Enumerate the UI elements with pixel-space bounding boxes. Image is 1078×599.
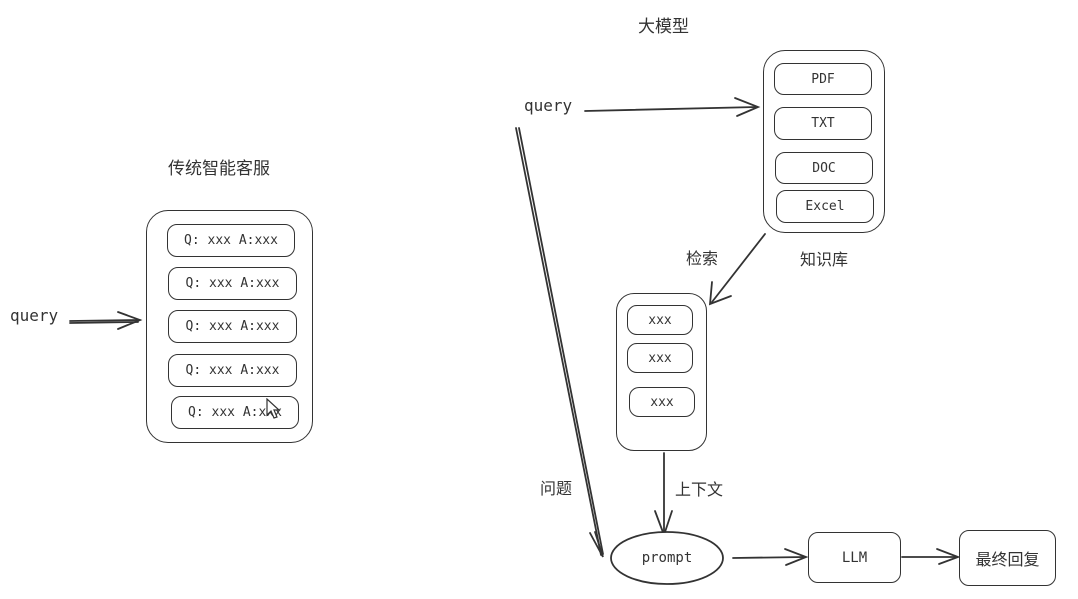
question-label: 问题: [540, 479, 573, 498]
knowledge-base-label: 知识库: [800, 250, 849, 269]
qa-item: Q: xxx A:xxx: [168, 310, 297, 343]
left-query-arrow: [69, 311, 143, 330]
qa-item: Q: xxx A:xxx: [171, 396, 299, 429]
llm-node: LLM: [808, 532, 901, 583]
left-query-label: query: [10, 306, 59, 325]
kb-item-doc: DOC: [775, 152, 873, 184]
qa-database: [146, 210, 313, 443]
kb-item-txt: TXT: [774, 107, 872, 140]
knowledge-base-container: [763, 50, 885, 233]
retrieved-chunk: xxx: [627, 305, 693, 335]
prompt-node: prompt: [641, 550, 693, 566]
qa-item: Q: xxx A:xxx: [167, 224, 295, 257]
qa-item: Q: xxx A:xxx: [168, 267, 297, 300]
qa-item: Q: xxx A:xxx: [168, 354, 297, 387]
retrieve-label: 检索: [686, 249, 719, 268]
question-arrow: [515, 127, 604, 558]
llm-to-final-arrow: [901, 548, 961, 565]
prompt-ellipse: [610, 531, 724, 585]
kb-item-excel: Excel: [776, 190, 874, 223]
retrieved-chunk: xxx: [629, 387, 695, 417]
retrieved-chunk: xxx: [627, 343, 693, 373]
query-to-kb-arrow: [584, 97, 761, 117]
llm-approach-title: 大模型: [638, 17, 689, 37]
traditional-cs-title: 传统智能客服: [168, 159, 270, 179]
context-label: 上下文: [675, 480, 724, 499]
prompt-to-llm-arrow: [732, 548, 809, 566]
kb-item-pdf: PDF: [774, 63, 872, 95]
retrieve-arrow: [708, 233, 766, 306]
retrieved-chunks-container: [616, 293, 707, 451]
right-query-label: query: [524, 96, 573, 115]
mouse-cursor-icon: [266, 398, 281, 419]
context-arrow: [654, 452, 673, 538]
final-answer-node: 最终回复: [959, 530, 1056, 586]
